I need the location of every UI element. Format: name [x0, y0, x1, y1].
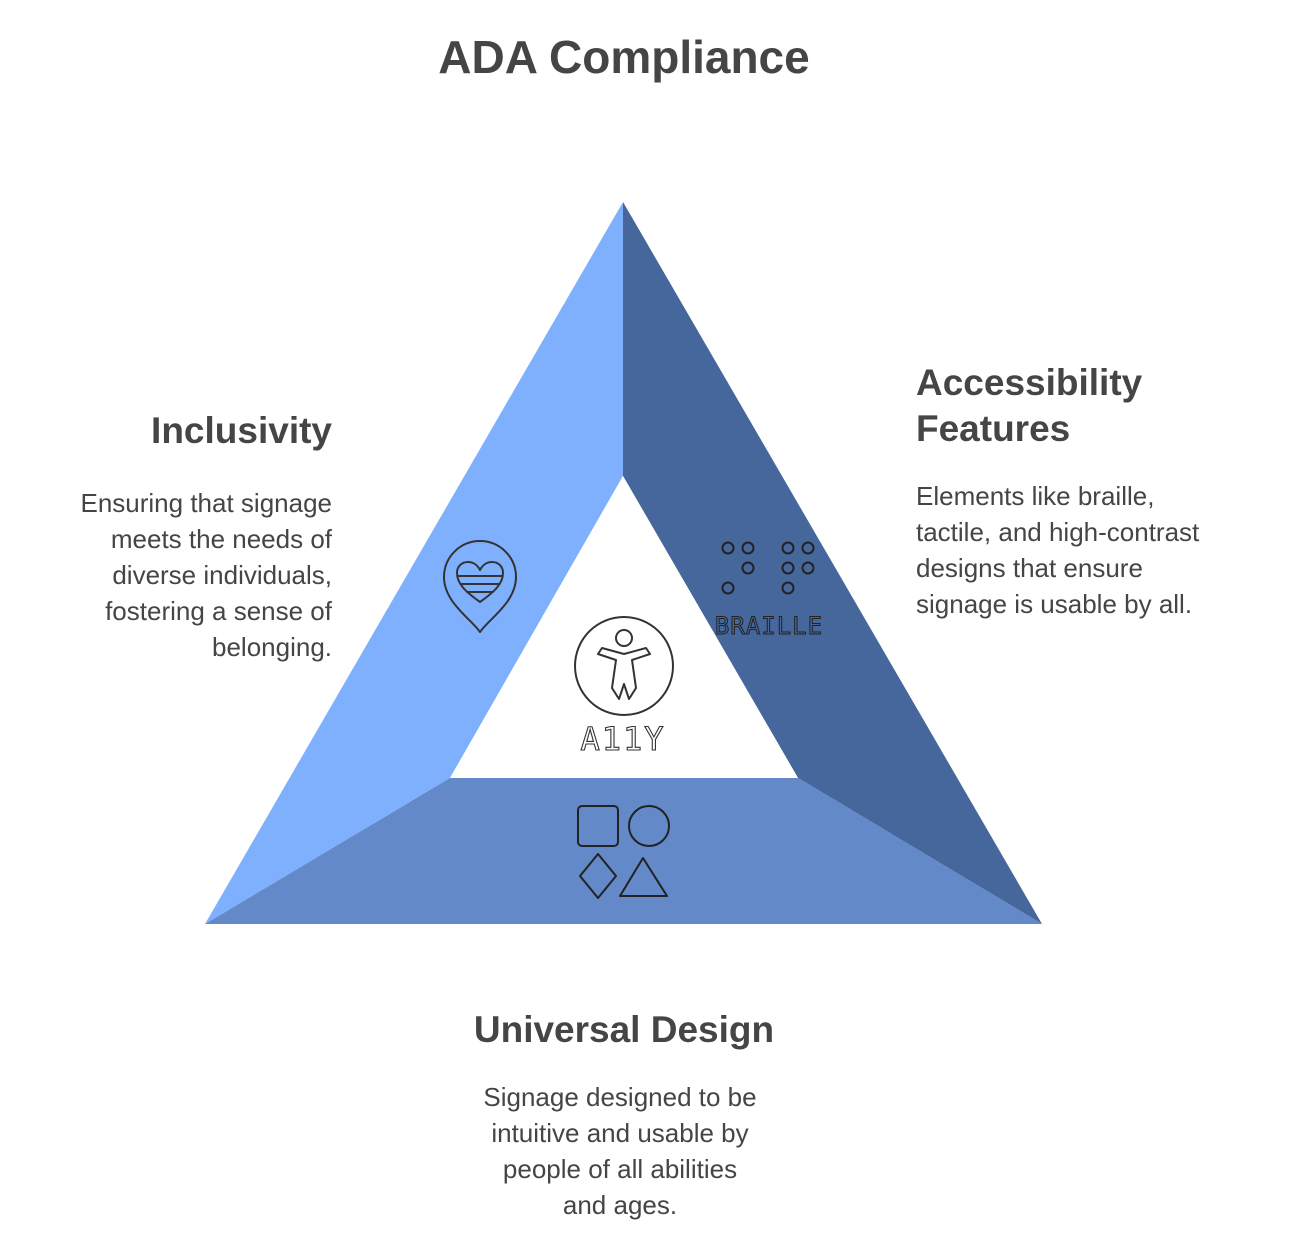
shapes-icon [577, 805, 670, 899]
accessibility-heading-line: Features [916, 408, 1071, 449]
accessibility-desc-line: tactile, and high-contrast [916, 517, 1200, 547]
universal-design-description: Signage designed to be intuitive and usa… [420, 1079, 820, 1223]
inclusivity-desc-line: belonging. [212, 632, 332, 662]
accessibility-heading-line: Accessibility [916, 362, 1143, 403]
diagram-title: ADA Compliance [438, 31, 810, 83]
inclusivity-description: Ensuring that signage meets the needs of… [20, 485, 332, 665]
center-triangle [450, 476, 798, 778]
universal-design-heading-text: Universal Design [473, 1009, 775, 1050]
accessibility-desc-line: signage is usable by all. [916, 589, 1193, 619]
inclusivity-face [205, 202, 623, 924]
accessibility-description: Elements like braille, tactile, and high… [916, 478, 1276, 622]
braille-icon [721, 541, 815, 595]
braille-icon-label: BRAILLE [715, 612, 823, 640]
inclusivity-desc-line: Ensuring that signage [80, 488, 332, 518]
universal-desc-line: people of all abilities [502, 1154, 738, 1184]
accessibility-desc-line: designs that ensure [916, 553, 1143, 583]
universal-desc-line: intuitive and usable by [491, 1118, 749, 1148]
inclusivity-heading: Inclusivity [60, 408, 332, 454]
heart-pin-icon [443, 540, 517, 633]
accessibility-heading: Accessibility Features [916, 360, 1276, 452]
inclusivity-desc-line: meets the needs of [110, 524, 332, 554]
universal-desc-line: and ages. [562, 1190, 678, 1220]
inclusivity-desc-line: diverse individuals, [112, 560, 332, 590]
inclusivity-desc-line: fostering a sense of [105, 596, 332, 626]
universal-design-heading: Universal Design [424, 1007, 824, 1053]
universal-desc-line: Signage designed to be [483, 1082, 757, 1112]
universal-design-face [205, 778, 1042, 924]
accessibility-desc-line: Elements like braille, [916, 481, 1155, 511]
accessibility-person-icon [574, 616, 674, 716]
accessibility-face [623, 202, 1042, 924]
a11y-label: A11Y [580, 720, 665, 758]
inclusivity-heading-text: Inclusivity [151, 410, 332, 451]
